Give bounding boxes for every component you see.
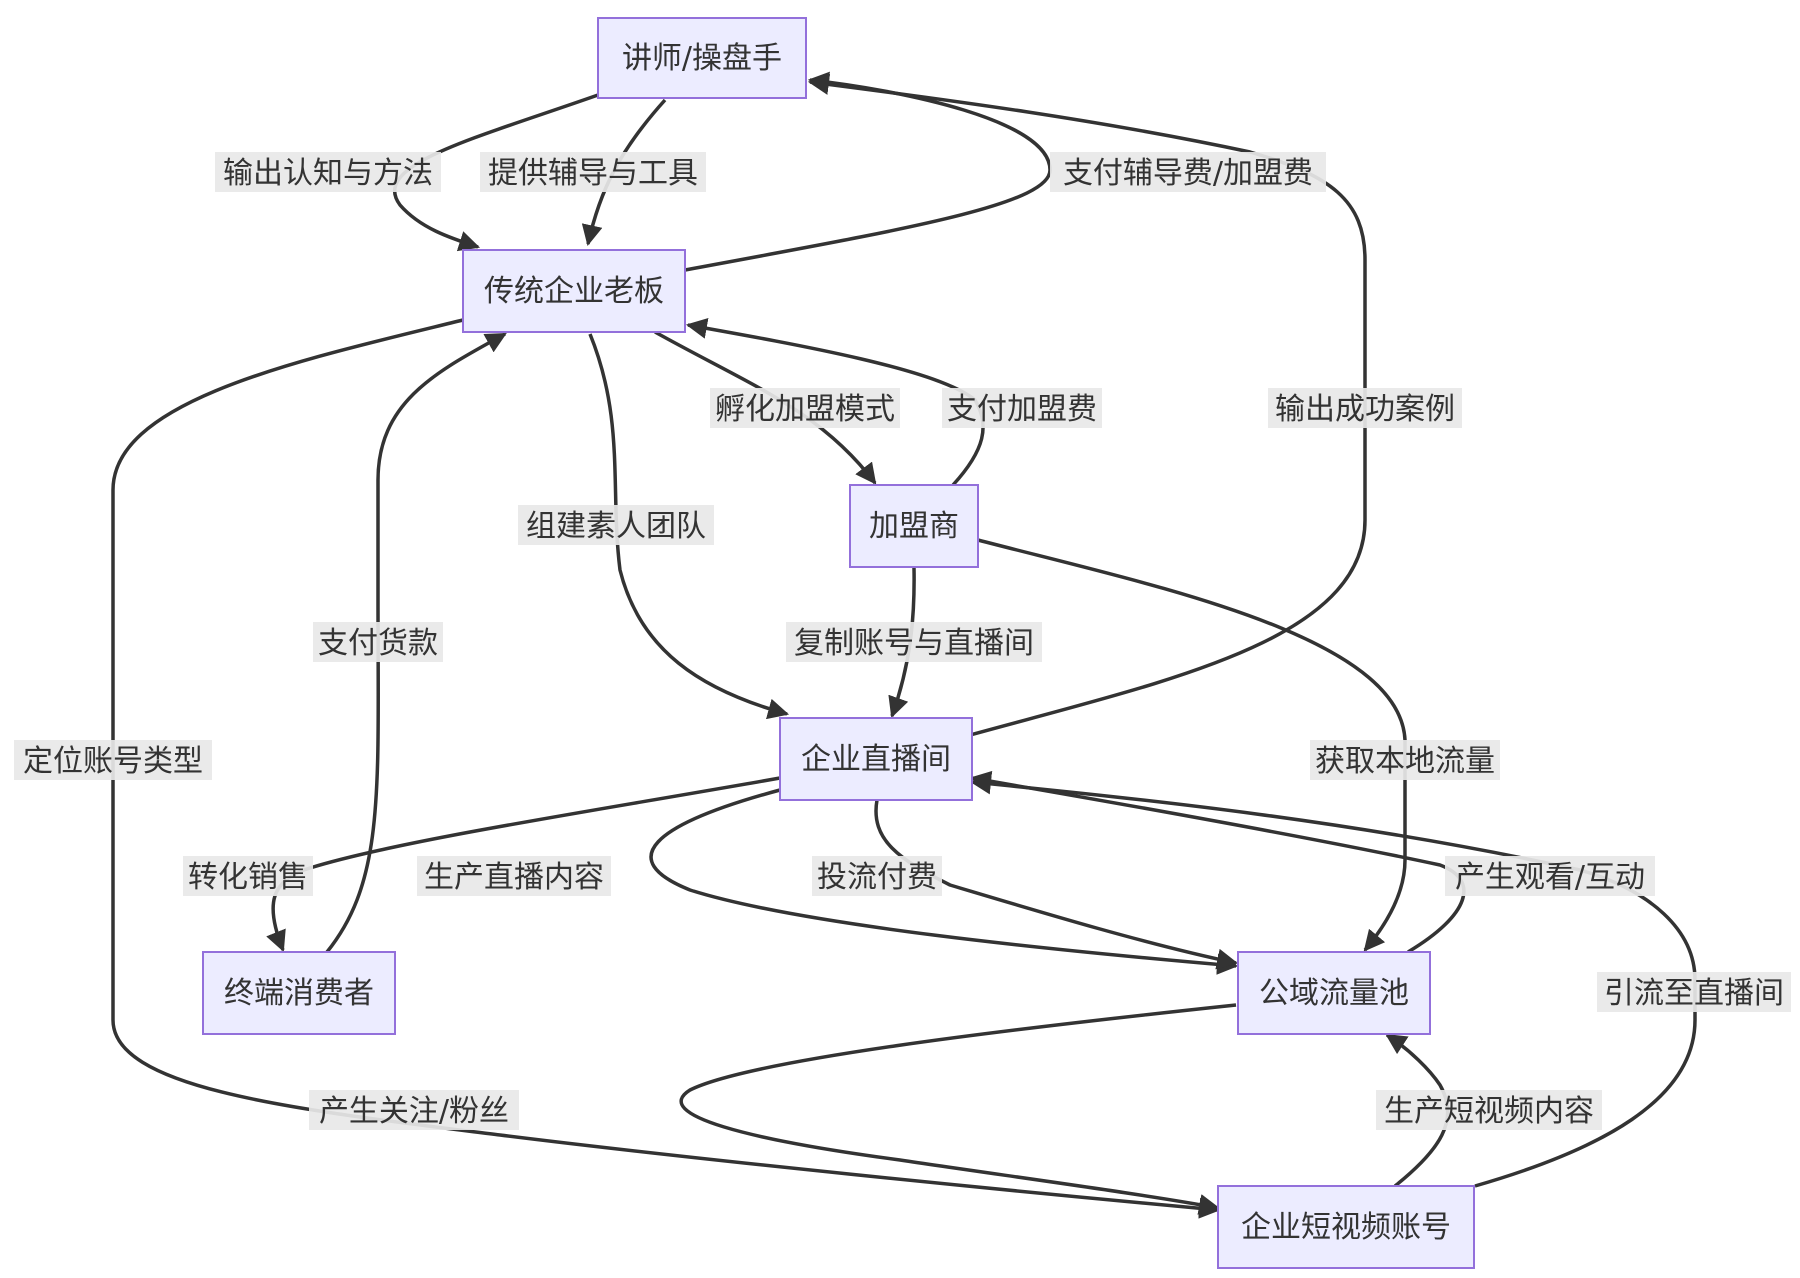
svg-text:转化销售: 转化销售 (188, 860, 308, 895)
edge-produce-live-content (649, 788, 1239, 975)
svg-text:生产直播内容: 生产直播内容 (424, 860, 604, 895)
edge-convert-sales (266, 776, 781, 952)
svg-text:企业短视频账号: 企业短视频账号 (1241, 1210, 1451, 1245)
svg-text:孵化加盟模式: 孵化加盟模式 (715, 392, 895, 427)
svg-text:提供辅导与工具: 提供辅导与工具 (488, 156, 698, 191)
node-consumer[interactable]: 终端消费者 (202, 951, 396, 1035)
node-live-room[interactable]: 企业直播间 (779, 717, 973, 801)
edge-acquire-local-traffic (977, 538, 1407, 952)
edge-label-paid-promotion: 投流付费 (812, 856, 942, 896)
svg-text:获取本地流量: 获取本地流量 (1315, 744, 1495, 779)
svg-text:投流付费: 投流付费 (817, 860, 937, 895)
edge-label-incubate-franchise: 孵化加盟模式 (710, 388, 900, 428)
node-boss[interactable]: 传统企业老板 (462, 249, 686, 333)
edge-label-position-account: 定位账号类型 (14, 740, 212, 780)
edges (111, 71, 1697, 1219)
edge-pay-franchise-fee (685, 317, 985, 487)
edge-label-pay-franchise-fee: 支付加盟费 (942, 388, 1102, 428)
svg-text:加盟商: 加盟商 (869, 509, 959, 544)
svg-text:产生关注/粉丝: 产生关注/粉丝 (319, 1094, 509, 1129)
edge-label-output-cognition: 输出认知与方法 (215, 152, 441, 192)
svg-text:企业直播间: 企业直播间 (801, 742, 951, 777)
node-traffic-pool[interactable]: 公域流量池 (1237, 951, 1431, 1035)
edge-build-team (588, 333, 790, 720)
edge-position-account (111, 318, 1221, 1219)
svg-text:引流至直播间: 引流至直播间 (1604, 976, 1784, 1011)
node-franchisee[interactable]: 加盟商 (849, 484, 979, 568)
svg-text:组建素人团队: 组建素人团队 (526, 509, 706, 544)
svg-text:复制账号与直播间: 复制账号与直播间 (794, 626, 1034, 661)
edge-label-provide-coaching: 提供辅导与工具 (480, 152, 706, 192)
svg-text:支付加盟费: 支付加盟费 (947, 392, 1097, 427)
edge-produce-short-video (1385, 1033, 1450, 1188)
edge-labels: 输出认知与方法 提供辅导与工具 支付辅导费/加盟费 孵化加盟模式 支付加盟费 输… (14, 152, 1791, 1130)
svg-text:生产短视频内容: 生产短视频内容 (1384, 1094, 1594, 1129)
edge-label-pay-coaching-fee: 支付辅导费/加盟费 (1050, 152, 1326, 192)
svg-text:支付辅导费/加盟费: 支付辅导费/加盟费 (1063, 156, 1313, 191)
edge-label-followers: 产生关注/粉丝 (309, 1090, 519, 1130)
svg-text:支付货款: 支付货款 (318, 626, 438, 661)
svg-text:公域流量池: 公域流量池 (1259, 976, 1409, 1011)
node-lecturer[interactable]: 讲师/操盘手 (597, 17, 807, 99)
edge-output-success-case (807, 73, 1367, 737)
nodes: 讲师/操盘手 传统企业老板 加盟商 企业直播间 终端消费者 公域流量池 企业短视… (202, 17, 1475, 1269)
svg-text:产生观看/互动: 产生观看/互动 (1455, 860, 1645, 895)
edge-label-replicate-account: 复制账号与直播间 (786, 622, 1042, 662)
svg-text:终端消费者: 终端消费者 (224, 976, 374, 1011)
edge-views-interaction (969, 770, 1466, 954)
edge-label-build-team: 组建素人团队 (518, 505, 714, 545)
edge-traffic-to-short-video (679, 1003, 1237, 1215)
edge-label-pay-goods: 支付货款 (313, 622, 443, 662)
edge-label-acquire-local-traffic: 获取本地流量 (1310, 740, 1500, 780)
svg-text:定位账号类型: 定位账号类型 (23, 744, 203, 779)
edge-label-views-interaction: 产生观看/互动 (1445, 856, 1655, 896)
edge-label-drive-to-live: 引流至直播间 (1597, 972, 1791, 1012)
svg-text:输出成功案例: 输出成功案例 (1275, 392, 1455, 427)
node-short-video[interactable]: 企业短视频账号 (1217, 1185, 1475, 1269)
svg-text:传统企业老板: 传统企业老板 (484, 274, 664, 309)
edge-label-convert-sales: 转化销售 (183, 856, 313, 896)
svg-text:输出认知与方法: 输出认知与方法 (223, 156, 433, 191)
edge-label-produce-short-video: 生产短视频内容 (1376, 1090, 1602, 1130)
edge-label-output-success-case: 输出成功案例 (1268, 388, 1462, 428)
svg-text:讲师/操盘手: 讲师/操盘手 (622, 41, 782, 76)
edge-paid-promotion (874, 799, 1239, 970)
edge-label-produce-live-content: 生产直播内容 (417, 856, 611, 896)
